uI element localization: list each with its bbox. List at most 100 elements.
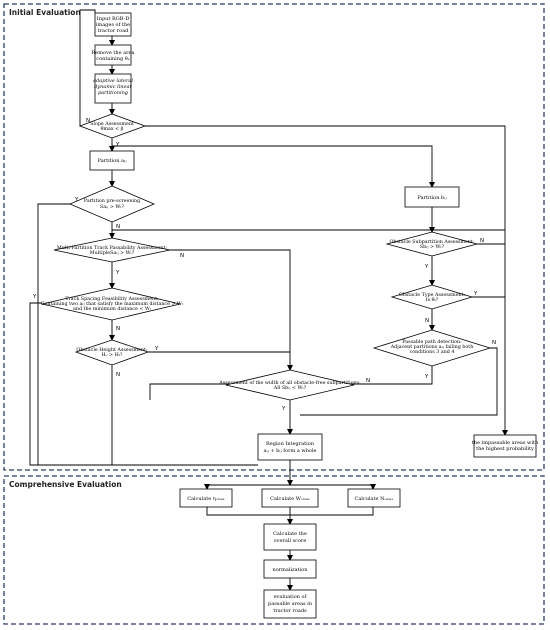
node-passable-line: conditions 3 and 4 (410, 349, 455, 355)
node-slope-line: θmax < β (101, 126, 124, 132)
label-yes: Y (115, 142, 120, 148)
node-multi-line: MultipleSaᵢⱼ > Wₜ? (90, 250, 135, 256)
label-yes: Y (154, 346, 159, 352)
node-obtype-line: Obstacle Type Assessment: (399, 292, 466, 298)
node-remove-line: Remove the area (92, 50, 135, 56)
node-multi-partition: Multi-Partition Track Passability Assess… (53, 237, 171, 263)
node-passable-line: Adjacent partitions aᵢⱼ failing both (390, 344, 474, 350)
node-width-line: Assessment of the width of all obstacle-… (218, 380, 361, 386)
label-yes: Y (424, 264, 429, 270)
label-no: N (116, 326, 120, 332)
label-no: N (86, 118, 90, 124)
label-yes: Y (32, 294, 37, 300)
node-slope-line: Slope Assessment (90, 121, 134, 127)
node-prescreen-line: Saᵢⱼ > Wₜ? (100, 204, 125, 210)
node-partition-a: Partition aᵢⱼ (89, 150, 135, 171)
label-no: N (480, 238, 484, 244)
node-height-line: Hₒ > Hₜ? (101, 352, 122, 358)
node-spacing-line: Containing two aᵢⱼ that satisfy the maxi… (41, 301, 184, 307)
node-adaptive-line: dynamic linear (94, 84, 132, 90)
node-width-assessment: Assessment of the width of all obstacle-… (218, 369, 361, 401)
node-partition-b: Partition bᵢⱼ (404, 186, 460, 208)
node-obstacle-height: Obstacle Height Assessment:Hₒ > Hₜ? (74, 339, 150, 366)
node-obstacle-type: Obstacle Type Assessment:Is θₜ? (390, 284, 474, 310)
node-eval-line: passable areas in (268, 601, 313, 607)
node-input-line: images of the (96, 22, 130, 28)
node-height-line: Obstacle Height Assessment: (76, 347, 148, 353)
node-region-line: aᵢⱼ + bᵢⱼ form a whole (263, 448, 316, 454)
node-adaptive-line: adaptive lateral (93, 78, 133, 84)
svg-text:Obstacle Height Assessment:Hₒ: Obstacle Height Assessment:Hₒ > Hₜ? (76, 347, 148, 358)
node-partition-b-label: Partition bᵢⱼ (417, 195, 447, 201)
node-adaptive-line: partitioning (98, 90, 128, 96)
comprehensive-evaluation-title: Comprehensive Evaluation (9, 480, 122, 489)
node-prescreen-line: Partition pre-screening (84, 198, 140, 204)
node-input-line: Input RGB-D (97, 16, 129, 22)
node-track-spacing: Track Spacing Feasibility Assessment:Con… (41, 287, 184, 321)
branch-labels: N Y Y N N Y Y N Y N N Y Y N N Y N Y (32, 118, 496, 412)
node-normalization: normalization (263, 559, 317, 579)
label-yes: Y (115, 270, 120, 276)
node-passable-line: Passable path detection: (402, 339, 462, 345)
connectors (29, 9, 508, 591)
node-eval-line: evaluation of (274, 594, 308, 600)
node-norm-label: normalization (273, 567, 309, 573)
node-eval-line: tractor roads (273, 608, 307, 614)
node-partition-a-label: Partition aᵢⱼ (98, 158, 128, 164)
label-no: N (180, 253, 184, 259)
label-no: N (492, 340, 496, 346)
node-spacing-line: Track Spacing Feasibility Assessment: (65, 296, 159, 302)
label-yes: Y (281, 406, 286, 412)
svg-text:Obstacle Type Assessment:Is θₜ: Obstacle Type Assessment:Is θₜ? (399, 292, 466, 303)
node-spacing-line: and the minimum distance < Wₜ (73, 306, 152, 312)
node-overall-line: Calculate the (273, 531, 307, 537)
svg-text:Assessment of the width of all: Assessment of the width of all obstacle-… (218, 380, 361, 391)
node-calc1-label: Calculate ηₒₘₐₓ (187, 496, 225, 502)
node-multi-line: Multi-Partition Track Passability Assess… (57, 245, 168, 251)
initial-evaluation-title: Initial Evaluation (9, 8, 81, 17)
label-yes: Y (74, 197, 79, 203)
svg-text:Multi-Partition Track Passabil: Multi-Partition Track Passability Assess… (57, 245, 168, 256)
label-no: N (425, 318, 429, 324)
node-input-line: tractor road (98, 28, 130, 34)
node-obtype-line: Is θₜ? (426, 297, 439, 303)
node-obstacle-subpartition: Obstacle Subpartition Assessment:Sbᵢⱼ > … (385, 231, 479, 257)
node-calc2-label: Calculate Wₒₘₐₓ (270, 496, 310, 502)
svg-text:Track Spacing Feasibility Asse: Track Spacing Feasibility Assessment:Con… (41, 296, 184, 312)
initial-evaluation-frame (3, 3, 545, 471)
label-no: N (116, 372, 120, 378)
node-calculate-w: Calculate Wₒₘₐₓ (261, 488, 319, 508)
label-no: N (366, 378, 370, 384)
node-obsub-line: Obstacle Subpartition Assessment: (389, 239, 474, 245)
node-passable-path: Passable path detection:Adjacent partiti… (372, 329, 492, 367)
node-calc3-label: Calculate Nₒₘₐₓ (355, 496, 394, 502)
node-region-line: Region Integration (266, 441, 315, 447)
node-overall-line: overall score (274, 538, 307, 544)
label-no: N (116, 224, 120, 230)
node-width-line: All Sbᵢⱼ < Wₜ? (273, 385, 307, 391)
svg-text:Passable path detection:Adjace: Passable path detection:Adjacent partiti… (390, 339, 474, 355)
node-calculate-n: Calculate Nₒₘₐₓ (347, 488, 401, 508)
label-yes: Y (473, 291, 478, 297)
label-yes: Y (424, 374, 429, 380)
svg-text:Obstacle Subpartition Assessme: Obstacle Subpartition Assessment:Sbᵢⱼ > … (389, 239, 474, 250)
node-impossible-line: the highest probability (476, 446, 534, 452)
node-calculate-eta: Calculate ηₒₘₐₓ (179, 488, 233, 508)
